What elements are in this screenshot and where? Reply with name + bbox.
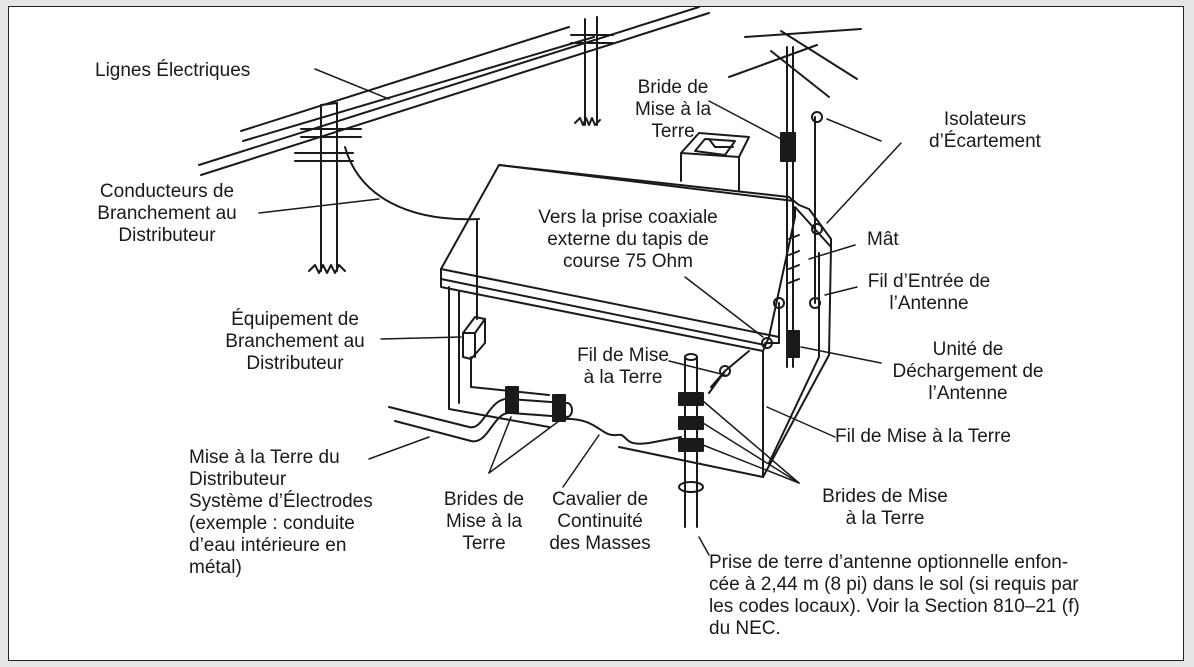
utility-pole-right bbox=[570, 16, 614, 126]
label-ground-clamps-right: Brides de Mise à la Terre bbox=[822, 486, 948, 529]
label-ground-clamp-top: Bride de Mise à la Terre bbox=[634, 77, 712, 142]
water-pipe bbox=[388, 386, 573, 443]
house bbox=[440, 132, 832, 478]
leader-lines bbox=[258, 68, 902, 556]
label-bonding-jumper: Cavalier de Continuité des Masses bbox=[549, 489, 651, 554]
label-ground-wire-right: Fil de Mise à la Terre bbox=[835, 426, 1011, 447]
label-power-service-grounding: Mise à la Terre du Distributeur Système … bbox=[189, 447, 373, 578]
label-ground-wire-small: Fil de Mise à la Terre bbox=[577, 345, 669, 388]
label-ground-clamps-left: Brides de Mise à la Terre bbox=[443, 489, 525, 554]
label-power-lines: Lignes Électriques bbox=[95, 60, 251, 81]
label-standoff-insulators: Isolateurs d’Écartement bbox=[929, 109, 1041, 152]
service-drop-wire bbox=[344, 146, 480, 221]
antenna-grounding-illustration bbox=[198, 7, 902, 556]
service-equipment bbox=[462, 220, 550, 396]
power-lines bbox=[198, 7, 710, 176]
ground-rod bbox=[678, 353, 726, 528]
bonding-jumper-wire bbox=[560, 417, 682, 445]
label-service-equipment: Équipement de Branchement au Distributeu… bbox=[225, 309, 365, 374]
label-mast: Mât bbox=[867, 229, 899, 250]
label-discharge-unit: Unité de Déchargement de l’Antenne bbox=[892, 339, 1044, 404]
label-coax-note: Vers la prise coaxiale externe du tapis … bbox=[538, 207, 718, 272]
diagram-frame: Lignes Électriques Conducteurs de Branch… bbox=[8, 6, 1184, 661]
label-ground-rod-note: Prise de terre d’antenne optionnelle enf… bbox=[709, 552, 1080, 639]
utility-pole-left bbox=[294, 102, 362, 274]
label-service-conductors: Conducteurs de Branchement au Distribute… bbox=[97, 181, 237, 246]
label-lead-in-wire: Fil d’Entrée de l’Antenne bbox=[867, 271, 991, 314]
